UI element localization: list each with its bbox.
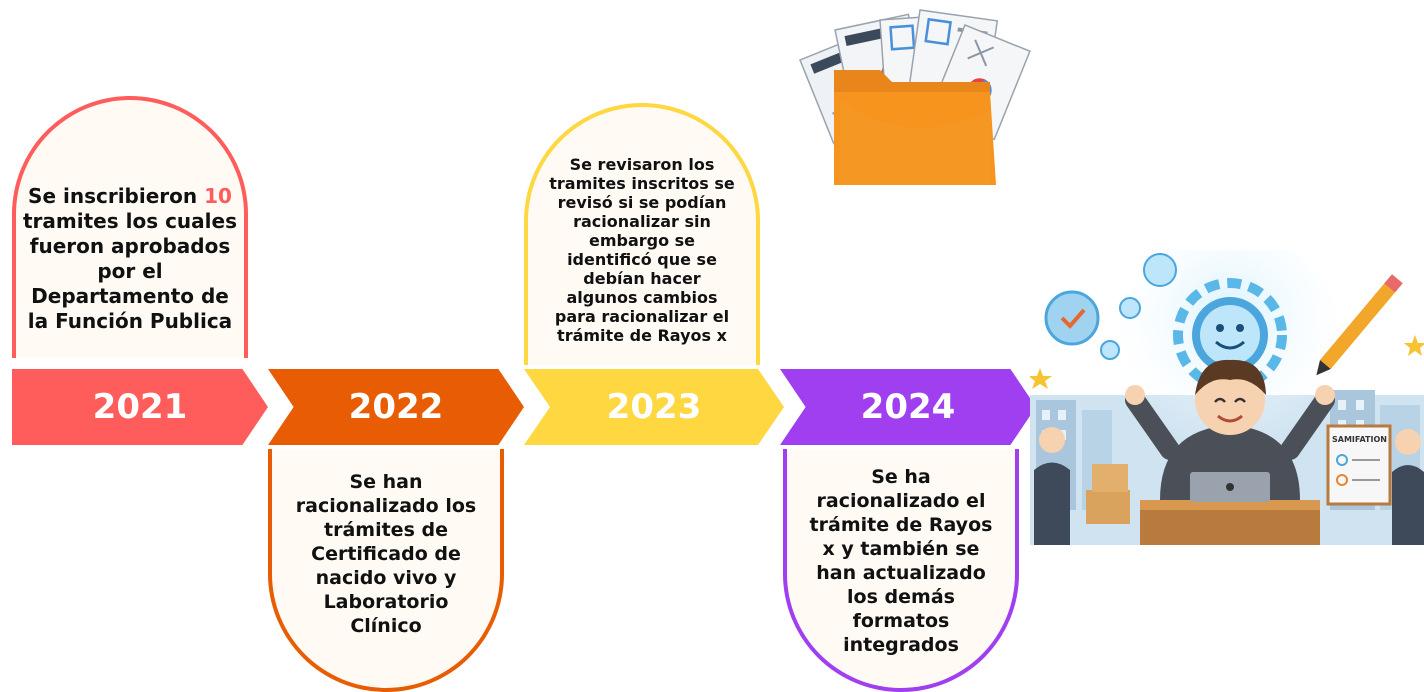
card-2021-text: Se inscribieron 10 tramites los cuales f… — [23, 184, 237, 333]
card-2023: Se revisaron los tramites inscritos se r… — [524, 103, 760, 365]
sign-text: SAMIFATION — [1332, 435, 1387, 444]
year-2024-arrow: 2024 — [780, 369, 1036, 445]
card-2024-text: Se ha racionalizado el trámite de Rayos … — [809, 465, 993, 656]
card-2021-highlight: 10 — [204, 184, 232, 208]
year-2021-label: 2021 — [92, 387, 188, 427]
year-2023-label: 2023 — [606, 387, 702, 427]
card-2021: Se inscribieron 10 tramites los cuales f… — [12, 96, 248, 358]
card-2022: Se han racionalizado los trámites de Cer… — [268, 449, 504, 692]
folder-with-documents-icon — [780, 0, 1050, 190]
year-2021-arrow: 2021 — [12, 369, 268, 445]
year-2022-label: 2022 — [348, 387, 444, 427]
year-2023-arrow: 2023 — [524, 369, 784, 445]
year-2024-label: 2024 — [860, 387, 956, 427]
card-2023-text: Se revisaron los tramites inscritos se r… — [549, 155, 735, 345]
card-2024: Se ha racionalizado el trámite de Rayos … — [783, 449, 1019, 692]
happy-office-worker-illustration: SAMIFATION — [1028, 230, 1424, 545]
card-2022-text: Se han racionalizado los trámites de Cer… — [295, 470, 477, 637]
year-2022-arrow: 2022 — [268, 369, 524, 445]
